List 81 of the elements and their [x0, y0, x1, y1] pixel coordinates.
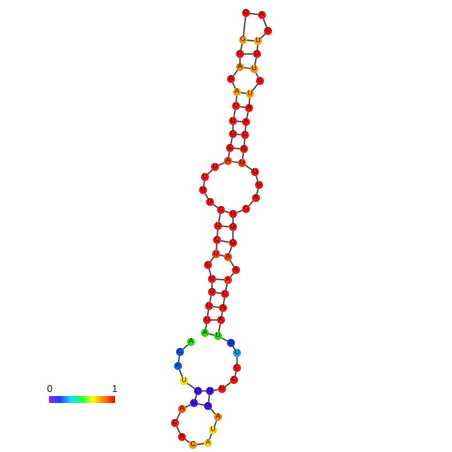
backbone-line	[209, 296, 212, 302]
backbone-line	[222, 298, 226, 304]
backbone-line	[204, 193, 209, 199]
backbone-line	[186, 382, 196, 390]
backbone-line	[211, 283, 213, 288]
backbone-line	[230, 272, 234, 278]
backbone-line	[230, 138, 233, 144]
backbone-line	[233, 110, 236, 118]
base-pair-line	[220, 254, 224, 257]
backbone-line	[214, 420, 218, 427]
backbone-line	[224, 382, 232, 388]
base-pair-line	[232, 160, 238, 164]
backbone-line	[232, 218, 234, 223]
scale-value: 1	[112, 385, 118, 395]
backbone-line	[182, 344, 189, 350]
base-pair-line	[216, 278, 224, 280]
backbone-line	[216, 230, 218, 236]
backbone-line	[216, 244, 218, 250]
backbone-line	[214, 388, 218, 392]
base-pair-line	[216, 292, 222, 294]
backbone-line	[204, 324, 208, 330]
backbone-line	[242, 152, 244, 160]
backbone-line	[221, 337, 228, 342]
backbone-line	[252, 84, 258, 92]
backbone-line	[239, 58, 241, 63]
backbone-line	[208, 394, 210, 402]
backbone-line	[218, 214, 221, 222]
backbone-line	[232, 82, 236, 89]
base-pair-line	[222, 226, 230, 228]
backbone-line	[234, 372, 237, 376]
backbone-line	[208, 433, 212, 440]
backbone-line	[220, 312, 224, 316]
backbone-line	[240, 44, 243, 50]
base-pair-line	[240, 106, 246, 108]
backbone-line	[202, 180, 206, 186]
backbone-line	[210, 256, 214, 262]
base-pair-line	[202, 390, 206, 392]
backbone-line	[262, 18, 268, 28]
scale-value: 0	[47, 385, 53, 395]
backbone-line	[218, 324, 221, 332]
base-pair-line	[244, 53, 253, 55]
backbone-line	[178, 369, 184, 378]
backbone-line	[229, 260, 235, 267]
backbone-line	[236, 357, 238, 364]
backbone-line	[248, 200, 254, 207]
backbone-line	[232, 125, 234, 130]
backbone-line	[218, 162, 225, 166]
base-pair-line	[244, 66, 250, 70]
base-pair-line	[240, 92, 246, 94]
backbone-line	[244, 138, 246, 146]
backbone-line	[256, 188, 259, 194]
backbone-line	[228, 152, 230, 158]
backbone-line	[208, 268, 212, 276]
backbone-line	[256, 44, 258, 50]
base-pair-line	[236, 134, 242, 136]
backbone-line	[248, 98, 250, 104]
backbone-line	[244, 126, 246, 132]
backbone-line	[242, 16, 246, 36]
backbone-line	[228, 246, 232, 254]
base-pair-line	[246, 40, 254, 42]
backbone-line	[206, 310, 210, 316]
backbone-line	[207, 169, 213, 175]
backbone-line	[232, 70, 238, 76]
backbone-line	[178, 356, 180, 362]
base-pair-line	[212, 306, 220, 308]
backbone-line	[196, 442, 204, 446]
base-pair-line	[234, 148, 240, 150]
backbone-line	[232, 231, 234, 239]
base-pair-line	[208, 333, 214, 336]
backbone-line	[225, 284, 228, 290]
backbone-line	[236, 210, 243, 214]
backbone-line	[246, 112, 249, 118]
base-pair-line	[236, 120, 242, 122]
base-pair-line	[211, 319, 217, 321]
backbone-line	[236, 96, 238, 102]
backbone-line	[254, 58, 257, 66]
backbone-line	[260, 33, 266, 39]
base-pair-line	[198, 403, 204, 406]
base-pair-line	[220, 240, 230, 243]
backbone-line	[255, 176, 259, 182]
backbone-line	[250, 12, 258, 16]
